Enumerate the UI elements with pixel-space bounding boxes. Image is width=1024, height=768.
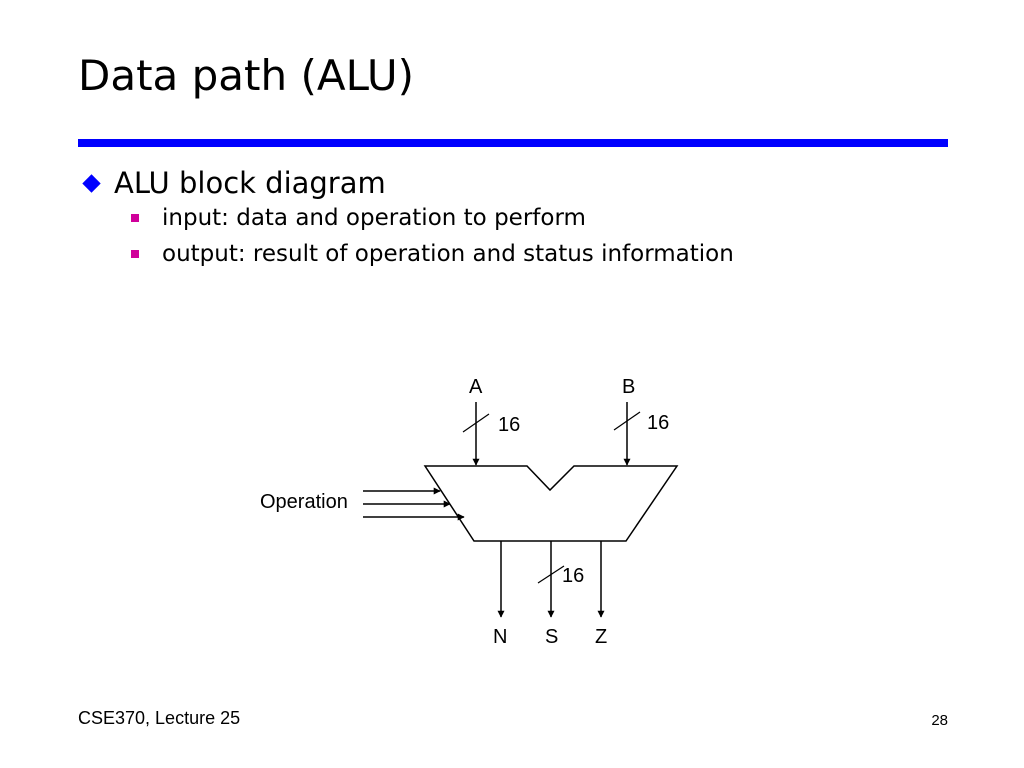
footer-course: CSE370, Lecture 25 [78,708,241,728]
operation-label: Operation [260,491,348,513]
footer-page-number: 28 [931,712,948,729]
bullet-alu-block-diagram: ALU block diagram [81,165,386,201]
output-width: 16 [562,565,584,587]
output-z-label: Z [595,626,607,648]
input-a-bus-slash [462,413,490,433]
slide-title: Data path (ALU) [78,51,415,100]
title-rule [78,139,948,147]
sub-bullet-text: input: data and operation to perform [162,205,586,231]
input-a-width: 16 [498,414,520,436]
square-bullet-icon [131,214,139,222]
input-b-width: 16 [647,412,669,434]
output-s-label: S [545,626,558,648]
sub-bullet-input: input: data and operation to perform [131,203,586,233]
input-a-label: A [469,376,483,398]
sub-bullet-text: output: result of operation and status i… [162,241,734,267]
alu-body [423,465,679,542]
square-bullet-icon [131,250,139,258]
output-bus-slash [537,565,565,584]
output-n-label: N [493,626,507,648]
input-b-bus-slash [613,411,641,431]
bullet-text: ALU block diagram [114,166,386,200]
input-b-label: B [622,376,635,398]
sub-bullet-output: output: result of operation and status i… [131,239,734,269]
